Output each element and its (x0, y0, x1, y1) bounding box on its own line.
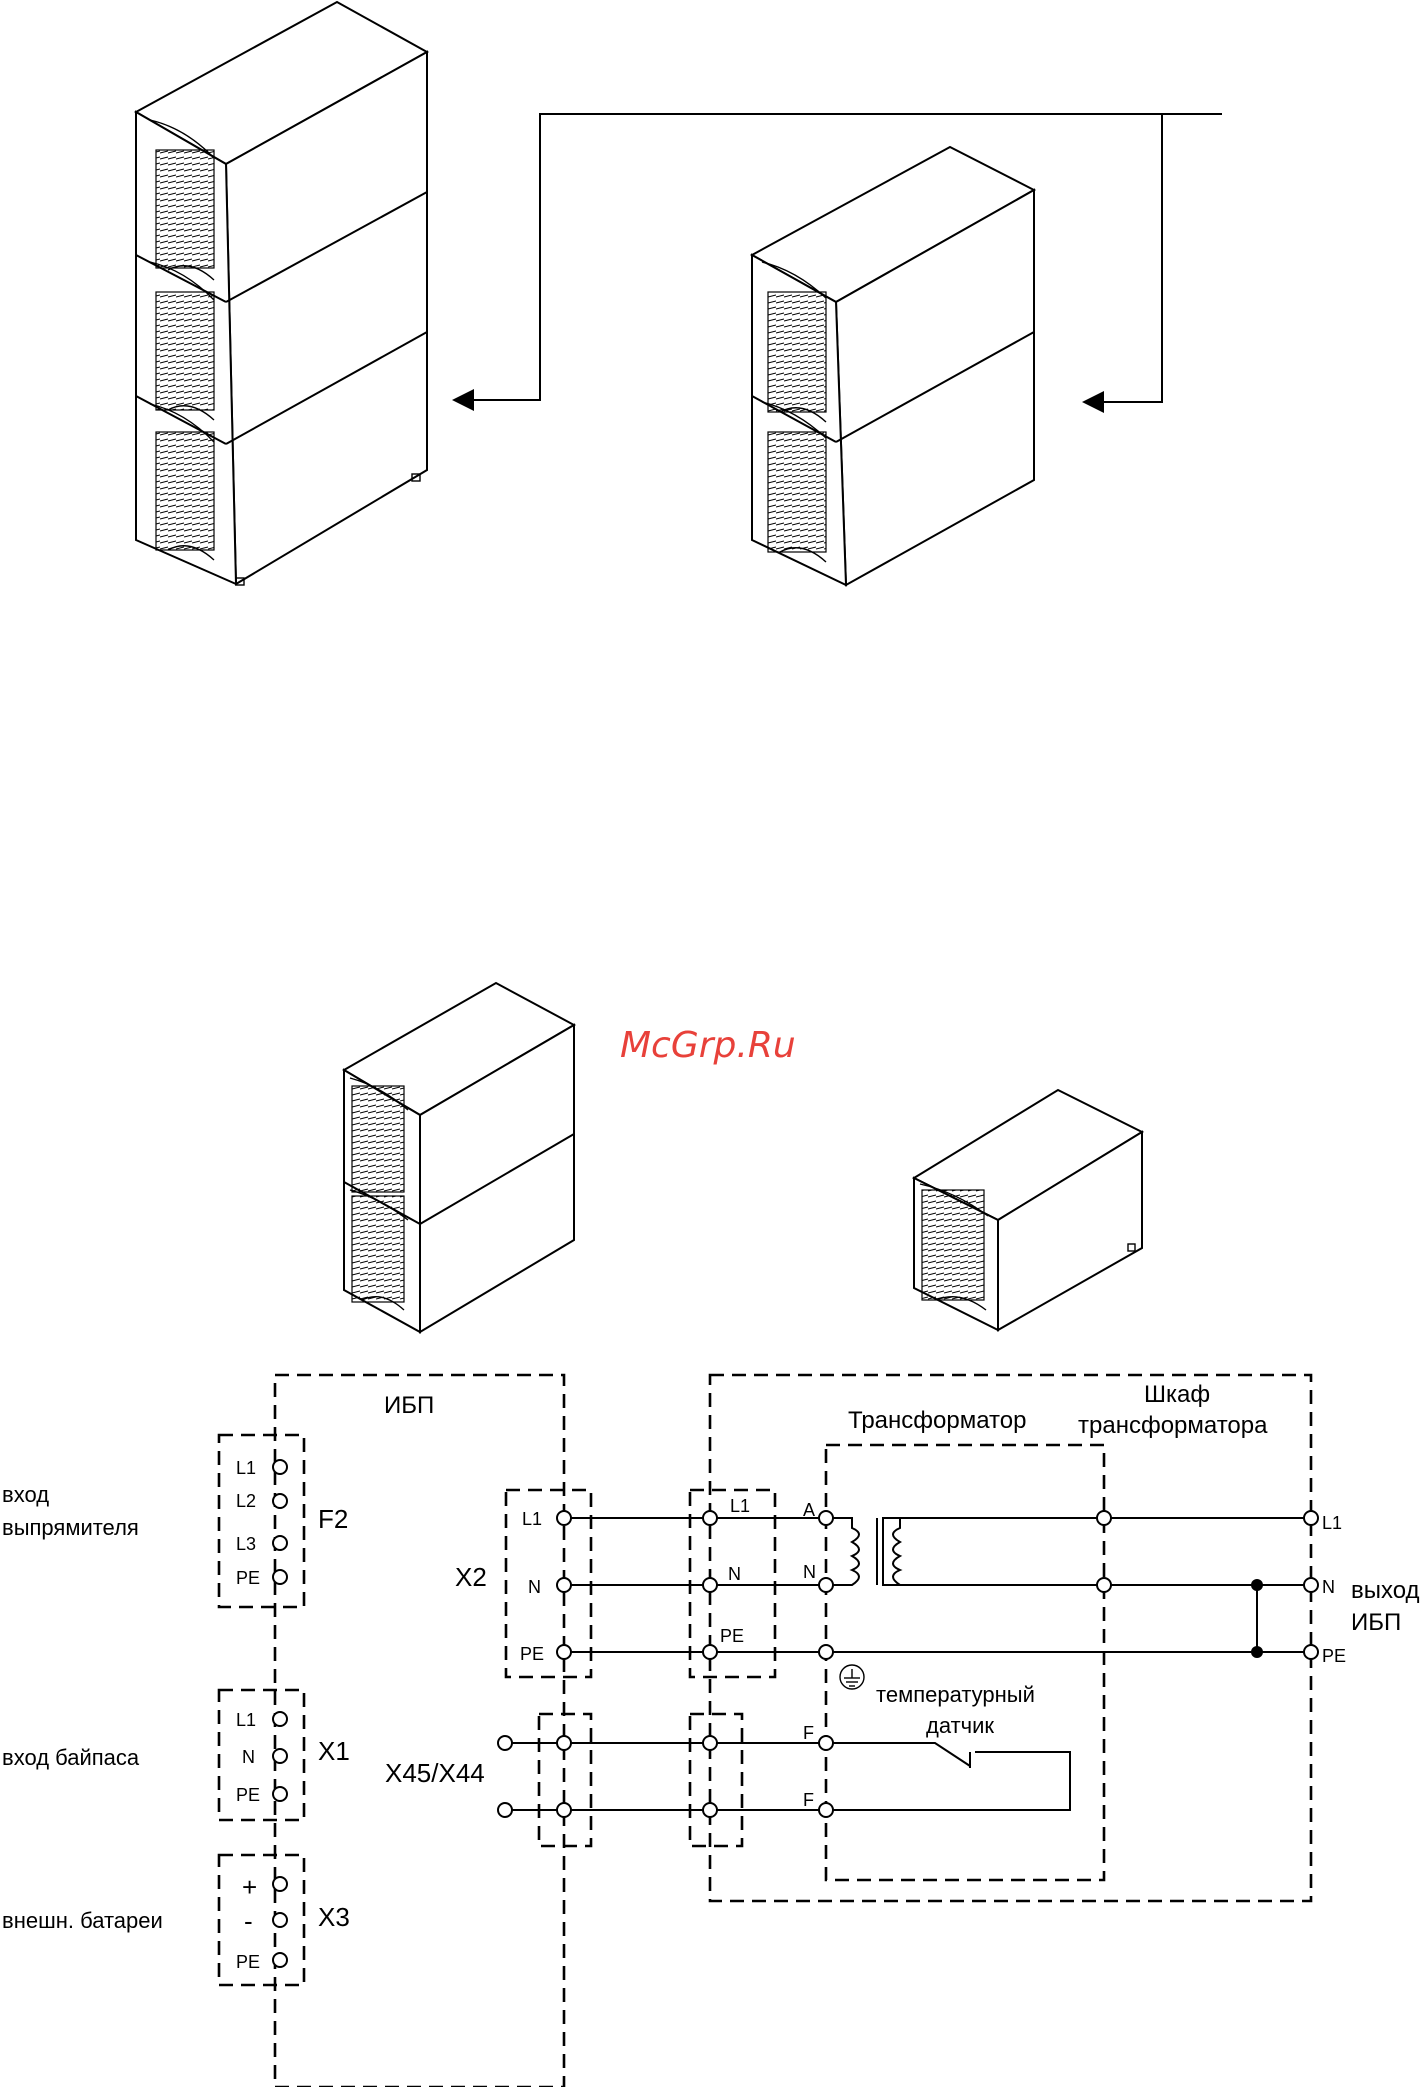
sensor-label-line2: датчик (926, 1713, 994, 1738)
x1-terminal-block (219, 1690, 304, 1820)
output-terminal-l1: L1 (1322, 1513, 1342, 1533)
x2-terminal-pe: PE (520, 1644, 544, 1664)
transformer-cabinet-illustration (914, 1090, 1142, 1330)
wire-terminals (498, 1511, 1318, 1817)
sensor-label-line1: температурный (876, 1682, 1035, 1707)
output-terminal-pe: PE (1322, 1646, 1346, 1666)
x3-terminal-plus: + (242, 1872, 257, 1902)
wires (505, 1518, 1311, 1810)
output-label-line1: выход (1351, 1577, 1420, 1604)
bypass-input-label: вход байпаса (2, 1745, 140, 1770)
rectifier-input-label-line1: вход (2, 1482, 49, 1507)
transformer-enclosure (826, 1445, 1104, 1880)
x2-label: X2 (455, 1562, 487, 1592)
transformer-cabinet-title-line1: Шкаф (1144, 1381, 1210, 1408)
output-label-line2: ИБП (1351, 1609, 1401, 1636)
ground-icon (840, 1665, 864, 1689)
sensor-pin-f1: F (803, 1723, 814, 1743)
ups-enclosure (275, 1375, 564, 2087)
sensor-pin-f2: F (803, 1790, 814, 1810)
cabinet-terminal-l1: L1 (730, 1496, 750, 1516)
ups-cabinet-large-illustration (136, 2, 427, 585)
rectifier-input-label-line2: выпрямителя (2, 1515, 139, 1540)
f2-terminal-pe: PE (236, 1568, 260, 1588)
x1-terminal-l1: L1 (236, 1710, 256, 1730)
x3-label: X3 (318, 1902, 350, 1932)
x1-terminal-pe: PE (236, 1785, 260, 1805)
transformer-title: Трансформатор (848, 1407, 1026, 1434)
x2-terminal-l1: L1 (522, 1509, 542, 1529)
battery-cabinet-illustration (752, 147, 1034, 585)
cabinet-sensor-terminal-block (690, 1714, 742, 1846)
x2-terminal-n: N (528, 1577, 541, 1597)
transformer-cabinet-enclosure (710, 1375, 1311, 1901)
transformer-pin-n: N (803, 1562, 816, 1582)
cabinet-terminal-n: N (728, 1564, 741, 1584)
x1-terminal-n: N (242, 1747, 255, 1767)
f2-terminal-l1: L1 (236, 1458, 256, 1478)
output-terminal-n: N (1322, 1577, 1335, 1597)
x1-label: X1 (318, 1736, 350, 1766)
f2-label: F2 (318, 1504, 348, 1534)
f2-terminal-l2: L2 (236, 1491, 256, 1511)
f2-terminal-l3: L3 (236, 1534, 256, 1554)
x45-x44-label: X45/X44 (385, 1758, 485, 1788)
x3-terminal-block (219, 1855, 304, 1985)
x3-terminal-pe: PE (236, 1952, 260, 1972)
battery-input-label: внешн. батареи (2, 1908, 163, 1933)
ups-title: ИБП (384, 1392, 434, 1419)
x3-terminal-minus: - (244, 1906, 253, 1936)
cabinet-terminal-pe: PE (720, 1626, 744, 1646)
ups-cabinet-medium-illustration (344, 983, 574, 1332)
watermark: McGrp.Ru (620, 1025, 796, 1066)
f2-terminal-block (219, 1435, 304, 1607)
transformer-cabinet-title-line2: трансформатора (1078, 1412, 1268, 1439)
